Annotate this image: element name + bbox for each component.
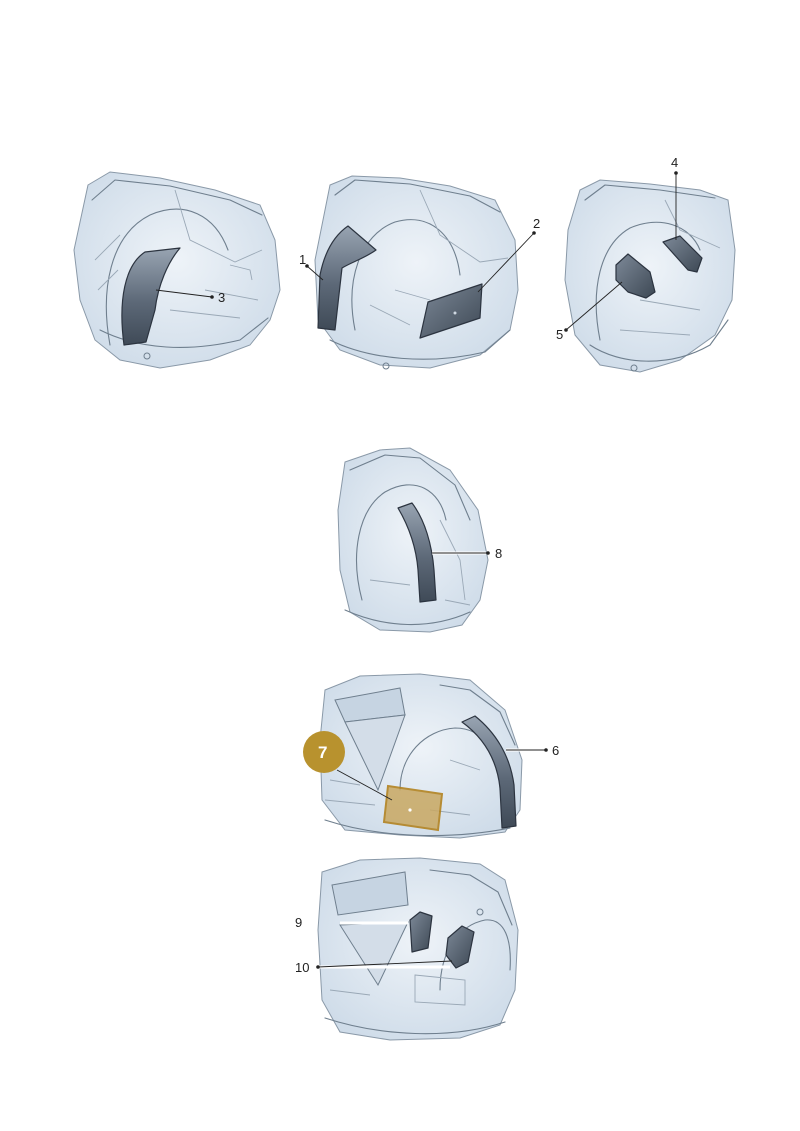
bolt-c bbox=[630, 364, 638, 372]
part-3-arch-liner bbox=[121, 247, 181, 346]
leader-4-dot bbox=[674, 171, 678, 175]
body-contour-b2 bbox=[329, 329, 511, 360]
view-b: 1 2 bbox=[299, 175, 540, 370]
leader-8-dot bbox=[486, 551, 490, 555]
seat-back-f bbox=[331, 871, 409, 916]
part-4-block bbox=[662, 235, 703, 273]
view-e: 6 7 bbox=[303, 673, 559, 839]
part-1-upper-liner bbox=[317, 225, 377, 331]
body-contour-a4 bbox=[94, 234, 253, 291]
callout-4: 4 bbox=[671, 155, 678, 170]
leader-2 bbox=[477, 232, 535, 293]
body-contour-c3 bbox=[619, 199, 721, 336]
body-contour-d3 bbox=[369, 519, 471, 606]
leader-5 bbox=[565, 281, 623, 331]
leader-3 bbox=[155, 289, 213, 298]
part-6-arch-liner bbox=[461, 715, 517, 829]
leader-10-dot bbox=[316, 965, 320, 969]
part-7-panel-highlighted[interactable] bbox=[382, 784, 444, 832]
wheel-arch-d bbox=[356, 484, 447, 601]
side-triangle-e bbox=[344, 714, 406, 792]
wheel-arch-a bbox=[105, 208, 229, 346]
bolt-b bbox=[382, 362, 390, 370]
body-contour-a3 bbox=[169, 189, 263, 319]
leader-1 bbox=[306, 265, 324, 281]
body-contour-c1 bbox=[584, 184, 716, 201]
body-contour-d1 bbox=[349, 454, 471, 521]
body-contour-e3 bbox=[324, 759, 481, 816]
part-2-panel bbox=[419, 283, 483, 339]
part-8-arch-liner bbox=[397, 502, 437, 603]
callout-1: 1 bbox=[299, 252, 306, 267]
leader-2-dot bbox=[532, 231, 536, 235]
view-c: 4 5 bbox=[556, 155, 736, 373]
part-10-block bbox=[445, 925, 475, 969]
callout-7: 7 bbox=[318, 743, 327, 762]
wheel-arch-c bbox=[595, 221, 701, 341]
body-contour-f1 bbox=[429, 869, 513, 926]
leader-10 bbox=[317, 960, 453, 968]
body-contour-f2 bbox=[324, 1017, 506, 1035]
callout-10: 10 bbox=[295, 960, 309, 975]
view-f: 9 10 bbox=[295, 857, 519, 1041]
leader-6-dot bbox=[544, 748, 548, 752]
part-2-hole bbox=[453, 311, 457, 315]
callout-2: 2 bbox=[533, 216, 540, 231]
body-contour-d2 bbox=[344, 609, 471, 626]
body-contour-e2 bbox=[324, 819, 511, 837]
body-contour-b1 bbox=[334, 179, 501, 213]
part-9-block bbox=[409, 911, 433, 953]
view-a: 3 bbox=[73, 171, 281, 369]
part-5-block bbox=[615, 253, 656, 299]
view-d: 8 bbox=[337, 447, 502, 633]
body-contour-e1 bbox=[439, 684, 516, 746]
part-7-hole bbox=[408, 808, 412, 812]
callout-9: 9 bbox=[295, 915, 302, 930]
callout-6: 6 bbox=[552, 743, 559, 758]
body-contour-c2 bbox=[589, 319, 729, 362]
bolt-a bbox=[143, 352, 151, 360]
bolt-f bbox=[476, 908, 484, 916]
leader-7 bbox=[336, 769, 393, 801]
wheel-arch-f bbox=[439, 919, 511, 991]
body-contour-a2 bbox=[99, 317, 269, 348]
callout-8: 8 bbox=[495, 546, 502, 561]
body-contour-a1 bbox=[91, 179, 263, 216]
leader-1-dot bbox=[305, 264, 309, 268]
body-contour-f3 bbox=[329, 974, 466, 1006]
callout-3: 3 bbox=[218, 290, 225, 305]
badge-7[interactable] bbox=[303, 731, 345, 773]
leader-3-dot bbox=[210, 295, 214, 299]
body-contour-b3 bbox=[369, 189, 509, 326]
wheel-arch-b bbox=[351, 219, 461, 331]
callout-5: 5 bbox=[556, 327, 563, 342]
leader-5-dot bbox=[564, 328, 568, 332]
